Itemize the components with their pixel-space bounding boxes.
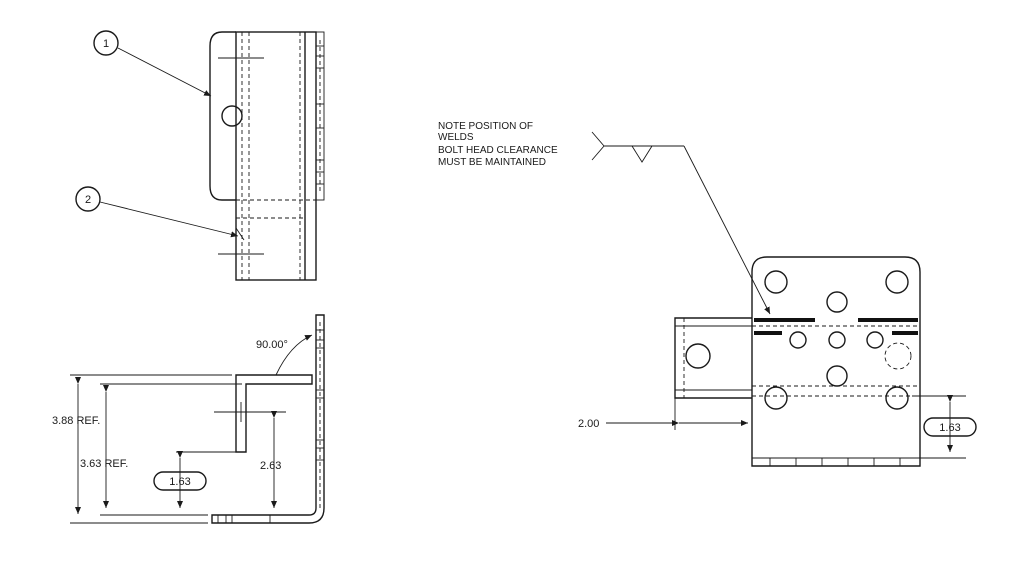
svg-text:WELDS: WELDS <box>438 132 474 143</box>
center-dimension: 2.63 <box>260 460 281 472</box>
ref-dimension-outer: 3.88 REF. <box>52 415 100 427</box>
right-view: 2.00 1.63 <box>578 256 977 467</box>
bottom-left-view: 90.00° 3.88 REF. 3.63 REF. 2.63 1.63 <box>52 314 325 524</box>
svg-text:BOLT HEAD CLEARANCE: BOLT HEAD CLEARANCE <box>438 145 558 156</box>
top-left-view <box>209 31 325 281</box>
balloon-2: 2 <box>75 186 239 238</box>
channel-body <box>235 31 317 281</box>
angle-dimension: 90.00° <box>256 339 288 351</box>
basic-dimension-left: 1.63 <box>169 476 190 488</box>
ref-dimension-inner: 3.63 REF. <box>80 458 128 470</box>
flange-hole <box>221 105 243 127</box>
svg-text:MUST BE MAINTAINED: MUST BE MAINTAINED <box>438 157 546 168</box>
front-plate <box>751 256 921 467</box>
basic-dimension-right: 1.63 <box>939 422 960 434</box>
base-plate <box>211 314 325 524</box>
horizontal-dimension: 2.00 <box>578 418 599 430</box>
svg-text:2: 2 <box>85 194 91 206</box>
svg-text:NOTE POSITION OF: NOTE POSITION OF <box>438 121 533 132</box>
svg-text:1: 1 <box>103 38 109 50</box>
balloon-1: 1 <box>93 30 212 97</box>
weld-symbol <box>591 131 771 315</box>
weld-note: NOTE POSITION OF WELDS BOLT HEAD CLEARAN… <box>438 121 558 168</box>
